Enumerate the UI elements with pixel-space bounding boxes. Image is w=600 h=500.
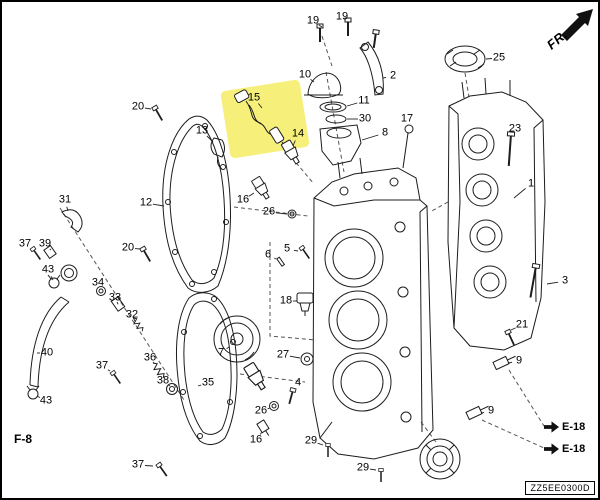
part-15-highlight — [220, 79, 310, 159]
e18-arrow-icon — [544, 443, 559, 455]
part-12-chain-case-drawing — [162, 115, 231, 293]
part-18-oil-pressure-switch-drawing — [296, 292, 314, 316]
part-13-drawing — [210, 137, 225, 170]
part-15-sensor-drawing — [220, 79, 310, 159]
part-17-drawing — [402, 124, 414, 169]
part-9-anode-drawing — [465, 405, 489, 421]
part-1-crankcase-drawing — [447, 77, 546, 351]
cylinder-block-drawing — [312, 157, 434, 460]
part-2-stay-drawing — [359, 41, 384, 96]
part-3-bolt-drawing — [525, 262, 541, 300]
part-6-pin-drawing — [276, 256, 286, 267]
e18-reference-label: E-18 — [562, 443, 586, 455]
part-20-bolt-drawing — [138, 245, 154, 264]
part-37-bolt-drawing — [155, 461, 170, 479]
e18-arrow-icon — [544, 421, 559, 433]
drawing-code: ZZ5EE0300D — [525, 481, 595, 495]
water-pipe-assembly-drawing — [26, 209, 178, 400]
part-5-bolt-drawing — [298, 244, 313, 261]
part-21-bolt-drawing — [503, 328, 518, 348]
f8-reference-label: F-8 — [14, 432, 32, 446]
part-20-bolt-drawing — [150, 104, 166, 123]
e18-reference: E-18 — [544, 443, 585, 455]
bearing-drawing — [419, 438, 461, 480]
part-35-cover-drawing — [176, 292, 238, 446]
e18-reference-label: E-18 — [562, 421, 586, 433]
part-16-sensor-drawing — [250, 175, 273, 202]
part-9-anode-drawing — [492, 355, 516, 371]
part-23-bolt-drawing — [504, 130, 516, 168]
part-25-seal-ring-drawing — [444, 45, 486, 73]
e18-reference: E-18 — [544, 421, 585, 433]
part-27-plug-drawing — [300, 352, 314, 366]
part-26-joint-drawing — [287, 209, 297, 219]
thermostat-assembly-drawing — [304, 72, 362, 166]
part-16-sensor-bottom-drawing — [242, 360, 279, 436]
part-29-bolt-drawing — [325, 442, 331, 458]
part-29-bolt-drawing — [378, 467, 384, 483]
part-7-oil-filter-drawing — [213, 315, 261, 363]
part-4-bolt-drawing — [285, 386, 297, 406]
fr-arrow-icon — [561, 9, 593, 41]
